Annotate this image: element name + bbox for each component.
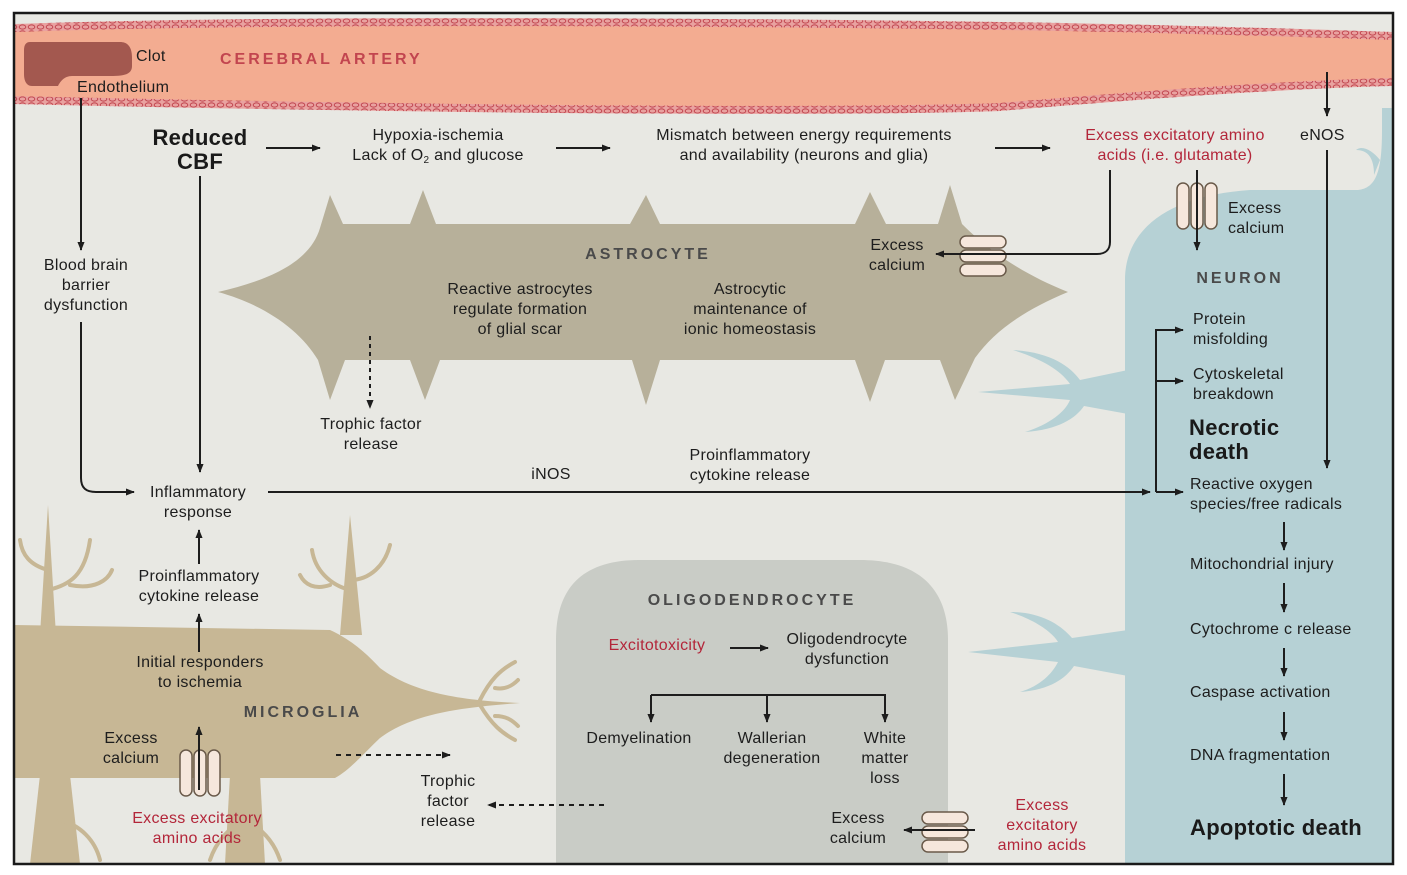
caspase-label: Caspase activation (1190, 684, 1331, 701)
calcium-channel-oligodendrocyte (921, 811, 969, 853)
microglia-processes (18, 538, 520, 862)
inos-label: iNOS (531, 466, 571, 483)
cerebral-artery-title: CEREBRAL ARTERY (220, 51, 423, 68)
cerebral-artery (14, 18, 1393, 114)
oligodendrocyte-title: OLIGODENDROCYTE (647, 592, 857, 609)
clot-label: Clot (136, 48, 166, 65)
demyelination-label: Demyelination (586, 730, 692, 747)
neuron-dendrite-lower (968, 612, 1128, 692)
microglia-title: MICROGLIA (243, 704, 363, 721)
endothelium-label: Endothelium (77, 79, 170, 96)
neuron-dendrite-right-top (1356, 148, 1380, 175)
cytochrome-label: Cytochrome c release (1190, 621, 1352, 638)
mitochondrial-injury-label: Mitochondrial injury (1190, 556, 1334, 573)
neuron-dendrite-upper (978, 350, 1128, 432)
hypoxia-label: Hypoxia-ischemia Lack of O2 and glucose (352, 127, 524, 166)
arrows (77, 72, 1331, 834)
diagram-frame (12, 11, 1395, 866)
calcium-channel-astrocyte (959, 235, 1007, 277)
astrocyte-title: ASTROCYTE (585, 246, 711, 263)
dna-fragmentation-label: DNA fragmentation (1190, 747, 1331, 764)
enos-label: eNOS (1300, 127, 1345, 144)
excitotoxicity-label: Excitotoxicity (608, 637, 706, 654)
oligodendrocyte-cell (556, 560, 948, 864)
apoptotic-death-label: Apoptotic death (1190, 815, 1362, 840)
astrocyte-cell (218, 185, 1068, 405)
neuron-title: NEURON (1196, 270, 1284, 287)
clot-shape (24, 42, 132, 86)
